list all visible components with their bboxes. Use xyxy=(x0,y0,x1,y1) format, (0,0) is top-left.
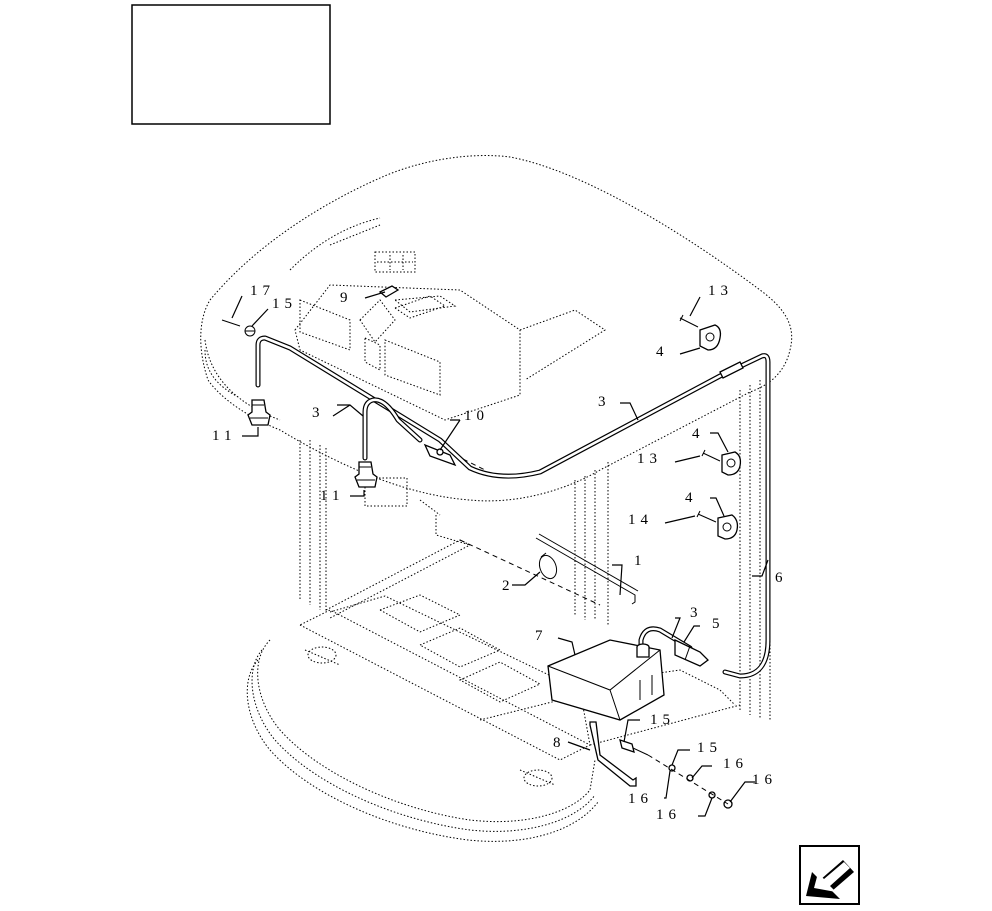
leader-lines xyxy=(231,291,769,817)
cab-frame xyxy=(299,375,771,720)
washer-nozzle-right xyxy=(354,461,378,488)
clip-ring-2 xyxy=(538,552,558,580)
callout-11-right: 11 xyxy=(320,488,344,504)
washer-nozzle-left xyxy=(247,399,271,426)
callout-9: 9 xyxy=(340,290,353,306)
callout-13-middle: 13 xyxy=(637,451,662,467)
callout-6: 6 xyxy=(775,570,788,586)
rod-1 xyxy=(535,533,639,605)
callout-2: 2 xyxy=(502,578,515,594)
hose-clip-middle xyxy=(721,451,742,476)
washer-hose-3 xyxy=(255,335,771,679)
callout-15-a: 15 xyxy=(697,740,722,756)
screw-13-lower xyxy=(696,510,717,523)
washer-reservoir xyxy=(547,639,665,721)
title-box xyxy=(131,4,331,125)
screw-17 xyxy=(221,319,241,327)
callout-1: 1 xyxy=(634,553,647,569)
cab-roof xyxy=(200,155,793,502)
callout-4-middle: 4 xyxy=(692,426,705,442)
callout-3-right: 3 xyxy=(598,394,611,410)
alignment-line xyxy=(454,454,486,471)
callout-11-left: 11 xyxy=(212,428,236,444)
clip-12 xyxy=(244,325,256,337)
callout-15-b: 16 xyxy=(723,756,748,772)
callout-5: 5 xyxy=(712,616,725,632)
callout-7: 7 xyxy=(535,628,548,644)
callout-8: 8 xyxy=(553,735,566,751)
callout-4-lower: 4 xyxy=(685,490,698,506)
callout-labels: 17 15 9 13 4 3 10 3 11 11 4 13 4 14 1 2 … xyxy=(212,283,788,823)
clip-9 xyxy=(378,285,400,298)
callout-16-b: 16 xyxy=(752,772,777,788)
screw-13-top xyxy=(679,314,699,328)
callout-4-top: 4 xyxy=(656,344,669,360)
alignment-line xyxy=(459,539,601,606)
mounting-strap xyxy=(589,721,637,787)
callout-17: 17 xyxy=(250,283,275,299)
callout-10: 10 xyxy=(464,408,489,424)
callout-16-left: 16 xyxy=(628,791,653,807)
callout-3-lower: 3 xyxy=(690,605,703,621)
callout-15-bottom: 16 xyxy=(656,807,681,823)
check-valve xyxy=(674,638,709,667)
back-arrow-icon xyxy=(806,860,854,899)
callout-3-left: 3 xyxy=(312,405,325,421)
callout-13-lower: 14 xyxy=(628,512,653,528)
back-arrow-button[interactable] xyxy=(799,845,860,905)
y-connector xyxy=(423,443,457,467)
callout-14: 15 xyxy=(650,712,675,728)
callout-12: 15 xyxy=(272,296,297,312)
hose-clip-lower xyxy=(717,514,739,540)
screw-13-middle xyxy=(701,449,721,462)
hose-clip-top xyxy=(699,324,722,351)
callout-13-top: 13 xyxy=(708,283,733,299)
